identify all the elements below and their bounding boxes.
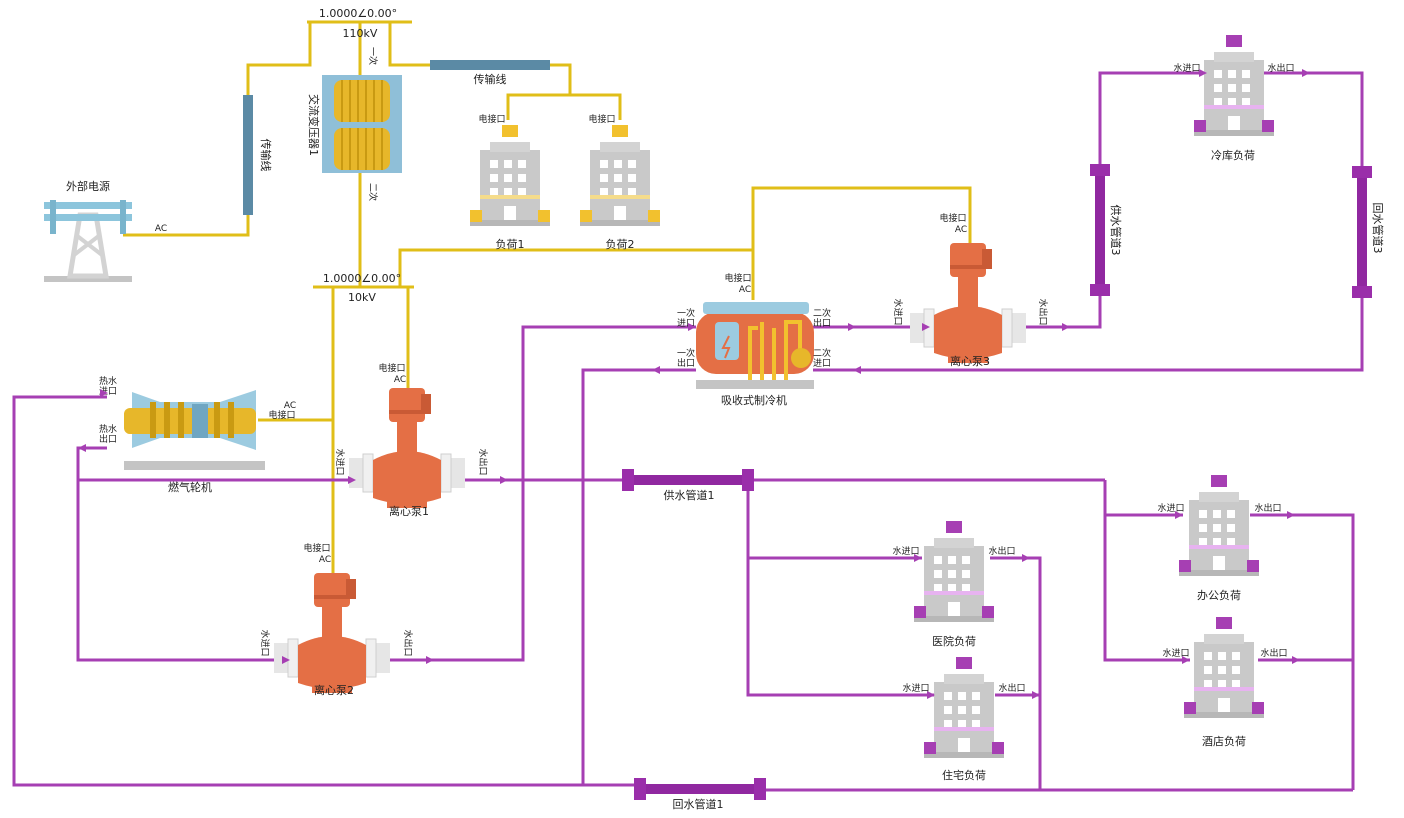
cold-storage-out: 水出口 [1267, 62, 1294, 74]
hotel-out: 水出口 [1260, 647, 1287, 659]
hotel-building-icon[interactable] [1184, 617, 1264, 718]
chiller-name: 吸收式制冷机 [721, 393, 787, 407]
pump1-port: 电接口 [378, 362, 405, 374]
pump1-in: 水进口 [334, 448, 346, 475]
transformer-icon[interactable] [322, 75, 402, 173]
turbine-name: 燃气轮机 [168, 480, 212, 494]
load1-name: 负荷1 [496, 237, 525, 251]
pump2-icon[interactable] [273, 572, 391, 694]
chiller-port: 电接口 [724, 272, 751, 284]
chiller-p-out: 一次出口 [677, 347, 695, 369]
pump3-ac: AC [955, 225, 967, 235]
return3-label: 回水管道3 [1371, 203, 1385, 254]
residential-out: 水出口 [998, 682, 1025, 694]
load2-port: 电接口 [588, 113, 615, 125]
turbine-ac: AC [284, 401, 296, 411]
cold-storage-in: 水进口 [1173, 62, 1200, 74]
load2-building-icon[interactable] [580, 125, 660, 226]
source-ac: AC [155, 224, 167, 234]
line-h-label: 传输线 [474, 72, 507, 86]
absorption-chiller-icon[interactable] [696, 302, 814, 389]
load1-port: 电接口 [478, 113, 505, 125]
transformer-secondary: 二次 [367, 183, 379, 201]
hotel-name: 酒店负荷 [1202, 734, 1246, 748]
hv-bus-voltage: 110kV [343, 27, 378, 40]
office-out: 水出口 [1254, 502, 1281, 514]
lv-bus-voltage: 10kV [348, 291, 376, 304]
pump2-port: 电接口 [303, 542, 330, 554]
source-name: 外部电源 [66, 179, 110, 193]
transformer-name: 交流变压器1 [307, 94, 321, 156]
pump1-icon[interactable] [348, 387, 466, 509]
cold-storage-building-icon[interactable] [1194, 35, 1274, 136]
hospital-building-icon[interactable] [914, 521, 994, 622]
residential-name: 住宅负荷 [942, 768, 986, 782]
hospital-name: 医院负荷 [932, 634, 976, 648]
return1-label: 回水管道1 [673, 797, 724, 811]
pump2-ac: AC [319, 555, 331, 565]
office-name: 办公负荷 [1197, 588, 1241, 602]
turbine-port: 电接口 [268, 409, 295, 421]
pump3-port: 电接口 [939, 212, 966, 224]
office-in: 水进口 [1157, 502, 1184, 514]
load2-name: 负荷2 [606, 237, 635, 251]
chiller-s-in: 二次进口 [813, 347, 831, 369]
transformer-primary: 一次 [367, 47, 379, 65]
pump1-ac: AC [394, 375, 406, 385]
pump3-name: 离心泵3 [950, 354, 990, 368]
pump3-icon[interactable] [909, 242, 1027, 364]
turbine-hot-out: 热水出口 [99, 423, 117, 445]
pump1-name: 离心泵1 [389, 504, 429, 518]
cold-storage-name: 冷库负荷 [1211, 148, 1255, 162]
residential-building-icon[interactable] [924, 657, 1004, 758]
pump2-in: 水进口 [259, 629, 271, 656]
power-tower-icon[interactable] [44, 200, 132, 282]
pump2-name: 离心泵2 [314, 683, 354, 697]
load1-building-icon[interactable] [470, 125, 550, 226]
pump2-out: 水出口 [402, 629, 414, 656]
pump3-out: 水出口 [1037, 298, 1049, 325]
residential-in: 水进口 [902, 682, 929, 694]
turbine-hot-in: 热水进口 [99, 375, 117, 397]
gas-turbine-icon[interactable] [124, 390, 265, 470]
hotel-in: 水进口 [1162, 647, 1189, 659]
chiller-s-out: 二次出口 [813, 307, 831, 329]
hospital-in: 水进口 [892, 545, 919, 557]
pump3-in: 水进口 [892, 298, 904, 325]
supply3-label: 供水管道3 [1109, 205, 1123, 256]
hv-bus-value: 1.0000∠0.00° [319, 7, 397, 20]
line-v-label: 传输线 [259, 139, 273, 172]
chiller-ac: AC [739, 285, 751, 295]
chiller-p-in: 一次进口 [677, 307, 695, 329]
pump1-out: 水出口 [477, 448, 489, 475]
office-building-icon[interactable] [1179, 475, 1259, 576]
lv-bus-value: 1.0000∠0.00° [323, 272, 401, 285]
hospital-out: 水出口 [988, 545, 1015, 557]
supply1-label: 供水管道1 [664, 488, 715, 502]
